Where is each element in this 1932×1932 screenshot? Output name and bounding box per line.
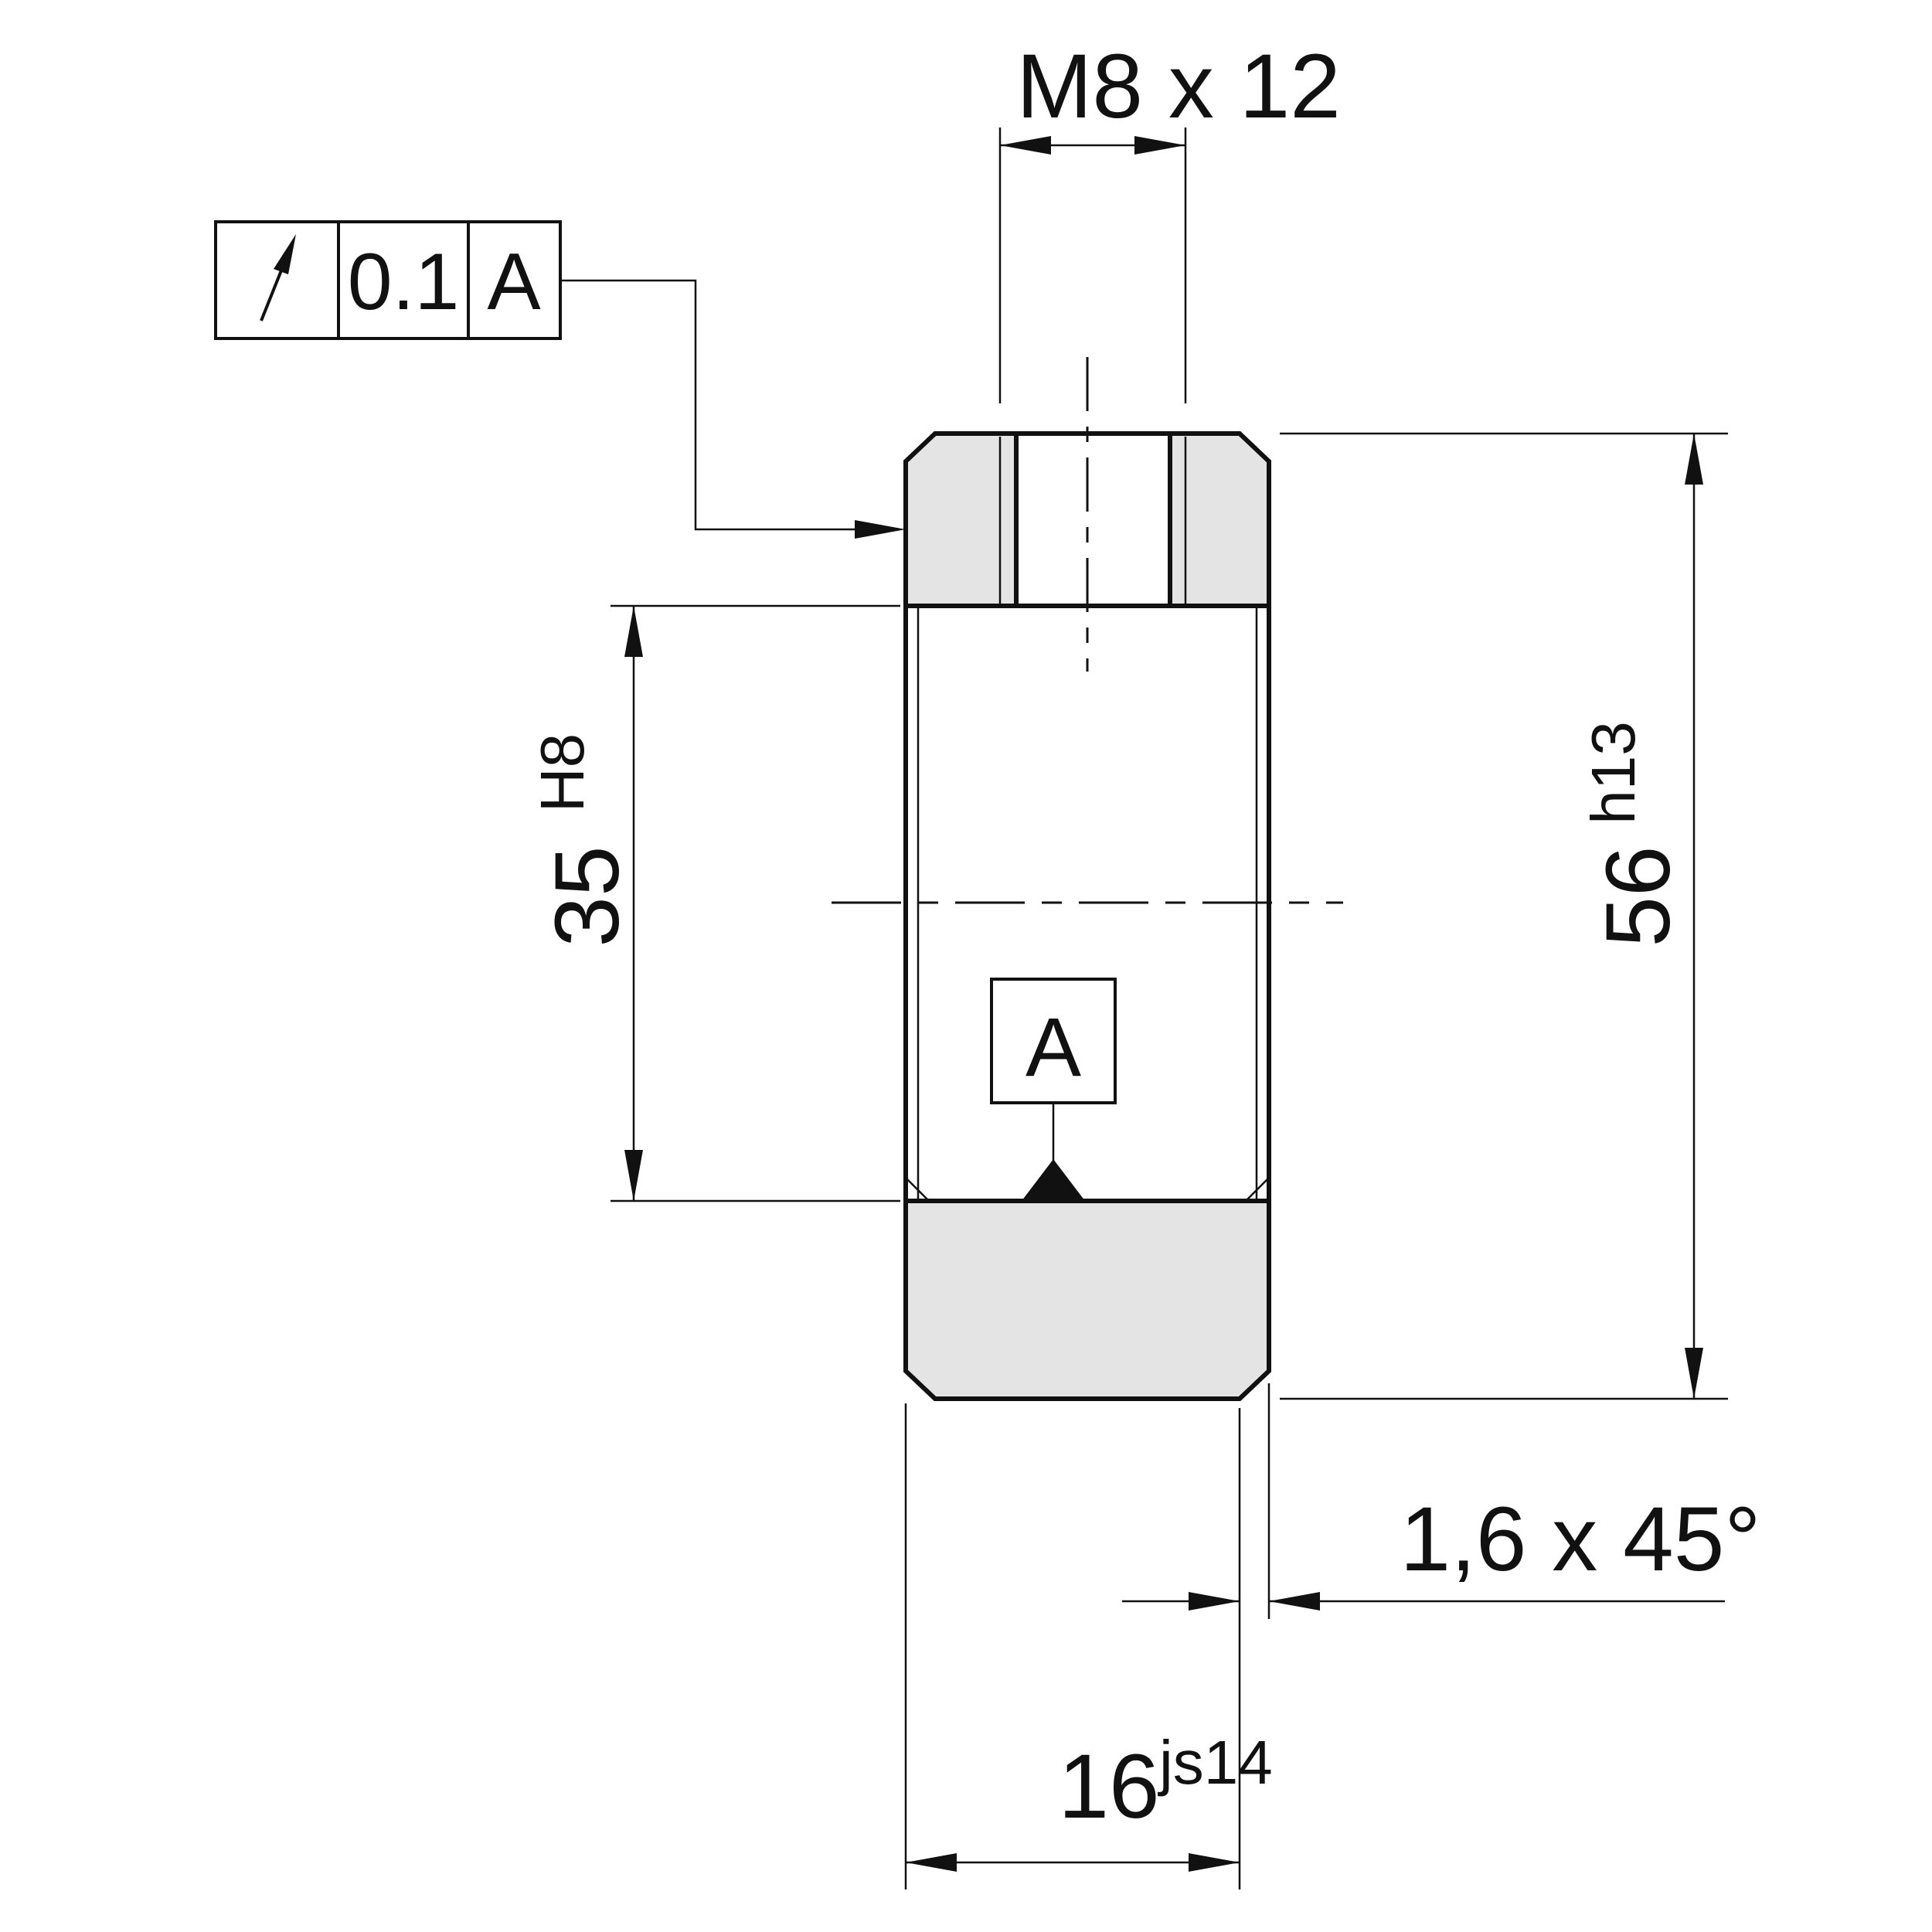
fcf-tolerance-value: 0.1	[348, 237, 460, 327]
arrowhead-right-icon	[1189, 1853, 1240, 1872]
arrowhead-down-icon	[1685, 1348, 1703, 1399]
datum-label: A	[1026, 1000, 1081, 1094]
outer-dimension: 56 h13	[1280, 432, 1728, 1400]
datum-triangle-icon	[1022, 1159, 1085, 1201]
arrowhead-left-icon	[906, 1853, 957, 1872]
outer-dimension-tolerance: h13	[1579, 721, 1648, 824]
fcf-datum-reference: A	[487, 237, 541, 327]
fcf-box	[214, 220, 562, 340]
chamfer-dimension-label: 1,6 x 45°	[1400, 1488, 1760, 1590]
bore-dimension-value: 35	[536, 845, 638, 947]
bore-dimension-tolerance: H8	[528, 733, 597, 812]
outer-dimension-value: 56	[1587, 845, 1689, 947]
feature-control-frame: 0.1 A	[214, 220, 906, 539]
width-dimension-tolerance: js14	[1158, 1728, 1273, 1797]
bore-dimension: 35 H8	[528, 604, 900, 1202]
datum-box	[990, 978, 1117, 1104]
width-dimension: 16 js14	[904, 1403, 1273, 1889]
part-outline	[903, 431, 1271, 1401]
fcf-leader-line	[560, 279, 856, 531]
datum-flag: A	[990, 978, 1117, 1201]
arrowhead-right-icon	[1189, 1592, 1240, 1611]
thread-dimension: M8 x 12	[998, 36, 1341, 403]
part-body-fill	[906, 434, 1269, 1399]
arrowhead-left-icon	[1000, 136, 1051, 155]
arrowhead-down-icon	[624, 1150, 643, 1201]
width-dimension-value: 16	[1058, 1736, 1159, 1838]
fcf-leader-arrowhead-icon	[855, 520, 906, 539]
bore-chamfer-right-diagonal	[1245, 1177, 1270, 1202]
arrowhead-left-icon	[1269, 1592, 1320, 1611]
chamfer-dimension: 1,6 x 45°	[1122, 1383, 1761, 1889]
arrowhead-up-icon	[624, 606, 643, 657]
arrowhead-right-icon	[1134, 136, 1185, 155]
circular-runout-icon	[260, 234, 296, 321]
arrowhead-up-icon	[1685, 434, 1703, 485]
thread-dimension-label: M8 x 12	[1016, 36, 1341, 138]
section-head-right	[1170, 434, 1269, 606]
bore-chamfer-left-diagonal	[905, 1177, 930, 1202]
section-bottom	[906, 1201, 1269, 1399]
section-head-left	[906, 434, 1016, 606]
part-section-view	[903, 431, 1271, 1401]
